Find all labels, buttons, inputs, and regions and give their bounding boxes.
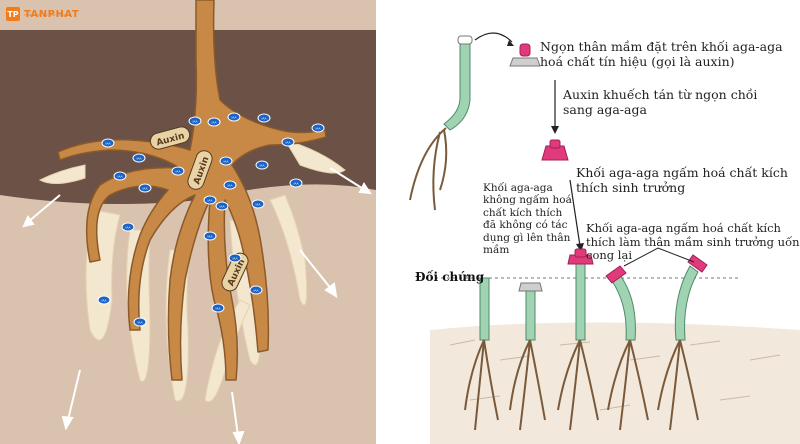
auxin-dot bbox=[171, 166, 185, 176]
auxin-dots: IAA IAA IAA IAA IAA IAA IAA IAA IAA IAA IAA IAA IAA I… bbox=[97, 112, 325, 327]
arrow-tip-to-agar bbox=[474, 32, 513, 43]
initial-seedling bbox=[409, 35, 473, 211]
auxin-dot-label: IAA bbox=[215, 307, 221, 311]
auxin-dot bbox=[289, 178, 303, 188]
auxin-dot bbox=[215, 201, 229, 211]
auxin-dot bbox=[211, 303, 225, 313]
auxin-dot bbox=[228, 253, 242, 263]
auxin-dot-label: IAA bbox=[219, 205, 225, 209]
auxin-dot-label: IAA bbox=[101, 299, 107, 303]
agar-soaked bbox=[541, 139, 569, 161]
caption-tip-on-agar: Ngọn thân mầm đặt trên khối aga-aga hoá … bbox=[540, 39, 783, 69]
auxin-dot bbox=[249, 285, 263, 295]
auxin-dot-label: IAA bbox=[192, 120, 198, 124]
auxin-dot-label: IAA bbox=[255, 203, 261, 207]
auxin-dot-label: IAA bbox=[136, 157, 142, 161]
auxin-dot-label: IAA bbox=[117, 175, 123, 179]
auxin-dot-label: IAA bbox=[105, 142, 111, 146]
auxin-dot-label: IAA bbox=[253, 289, 259, 293]
caption-diffuse: Auxin khuếch tán từ ngọn chồi sang aga-a… bbox=[563, 87, 758, 117]
auxin-dot bbox=[113, 171, 127, 181]
auxin-dot bbox=[97, 295, 111, 305]
logo-mark: TP bbox=[6, 7, 20, 21]
seedling-control bbox=[464, 277, 499, 431]
auxin-dot bbox=[188, 116, 202, 126]
auxin-dot-label: IAA bbox=[259, 164, 265, 168]
ground-texture bbox=[449, 339, 781, 411]
auxin-dot bbox=[132, 153, 146, 163]
control-label: Đối chứng bbox=[415, 270, 485, 284]
seedling-bent-right bbox=[657, 254, 708, 431]
caption-bending: Khối aga-aga ngấm hoá chất kích thích là… bbox=[586, 221, 800, 263]
auxin-dot bbox=[101, 138, 115, 148]
auxin-dot-label: IAA bbox=[293, 182, 299, 186]
auxin-dot bbox=[281, 137, 295, 147]
seedling-soaked bbox=[557, 248, 599, 431]
auxin-dot-label: IAA bbox=[207, 235, 213, 239]
caption-soaked: Khối aga-aga ngấm hoá chất kích thích si… bbox=[576, 165, 788, 195]
seedling-bent-left bbox=[605, 265, 649, 431]
tip-on-agar bbox=[509, 43, 541, 67]
auxin-dot-label: IAA bbox=[211, 121, 217, 125]
experiment-svg bbox=[409, 32, 800, 444]
auxin-dot-label: IAA bbox=[315, 127, 321, 131]
auxin-dot bbox=[138, 183, 152, 193]
auxin-dot bbox=[121, 222, 135, 232]
auxin-dot-label: IAA bbox=[232, 257, 238, 261]
auxin-dot-label: IAA bbox=[227, 184, 233, 188]
ground bbox=[430, 322, 800, 444]
auxin-dot-label: IAA bbox=[175, 170, 181, 174]
arrow-soaked bbox=[569, 179, 581, 247]
auxin-dot-label: IAA bbox=[125, 226, 131, 230]
auxin-dot bbox=[219, 156, 233, 166]
auxin-dot-label: IAA bbox=[223, 160, 229, 164]
auxin-dot bbox=[257, 113, 271, 123]
auxin-tags: Auxin Auxin Auxin bbox=[149, 126, 249, 292]
growth-arrows bbox=[22, 167, 373, 444]
cut-tip bbox=[457, 35, 473, 45]
auxin-dot-label: IAA bbox=[231, 116, 237, 120]
auxin-dot-label: IAA bbox=[207, 199, 213, 203]
auxin-dot bbox=[207, 117, 221, 127]
auxin-dot bbox=[203, 195, 217, 205]
brand-logo: TP TANPHAT bbox=[6, 7, 79, 21]
auxin-dot bbox=[203, 231, 217, 241]
bending-pointer-lines bbox=[623, 247, 695, 267]
auxin-dot-label: IAA bbox=[137, 321, 143, 325]
auxin-dot-label: IAA bbox=[285, 141, 291, 145]
auxin-dot bbox=[311, 123, 325, 133]
auxin-dot bbox=[223, 180, 237, 190]
logo-tagline: Thiết bị số - Tân Phát Group bbox=[24, 13, 66, 17]
topsoil bbox=[0, 30, 376, 204]
auxin-dot-label: IAA bbox=[142, 187, 148, 191]
logo-name: TANPHAT bbox=[24, 8, 80, 20]
auxin-dot bbox=[133, 317, 147, 327]
auxin-dot bbox=[255, 160, 269, 170]
auxin-experiment: Ngọn thân mầm đặt trên khối aga-aga hoá … bbox=[380, 0, 800, 444]
auxin-tag: Auxin bbox=[149, 126, 191, 150]
auxin-dot-label: IAA bbox=[261, 117, 267, 121]
auxin-dot bbox=[251, 199, 265, 209]
auxin-dot bbox=[227, 112, 241, 122]
seedling-unsoaked bbox=[509, 282, 546, 431]
root-system bbox=[57, 0, 327, 381]
caption-unsoaked: Khối aga-aga không ngấm hoá chất kích th… bbox=[483, 182, 572, 256]
